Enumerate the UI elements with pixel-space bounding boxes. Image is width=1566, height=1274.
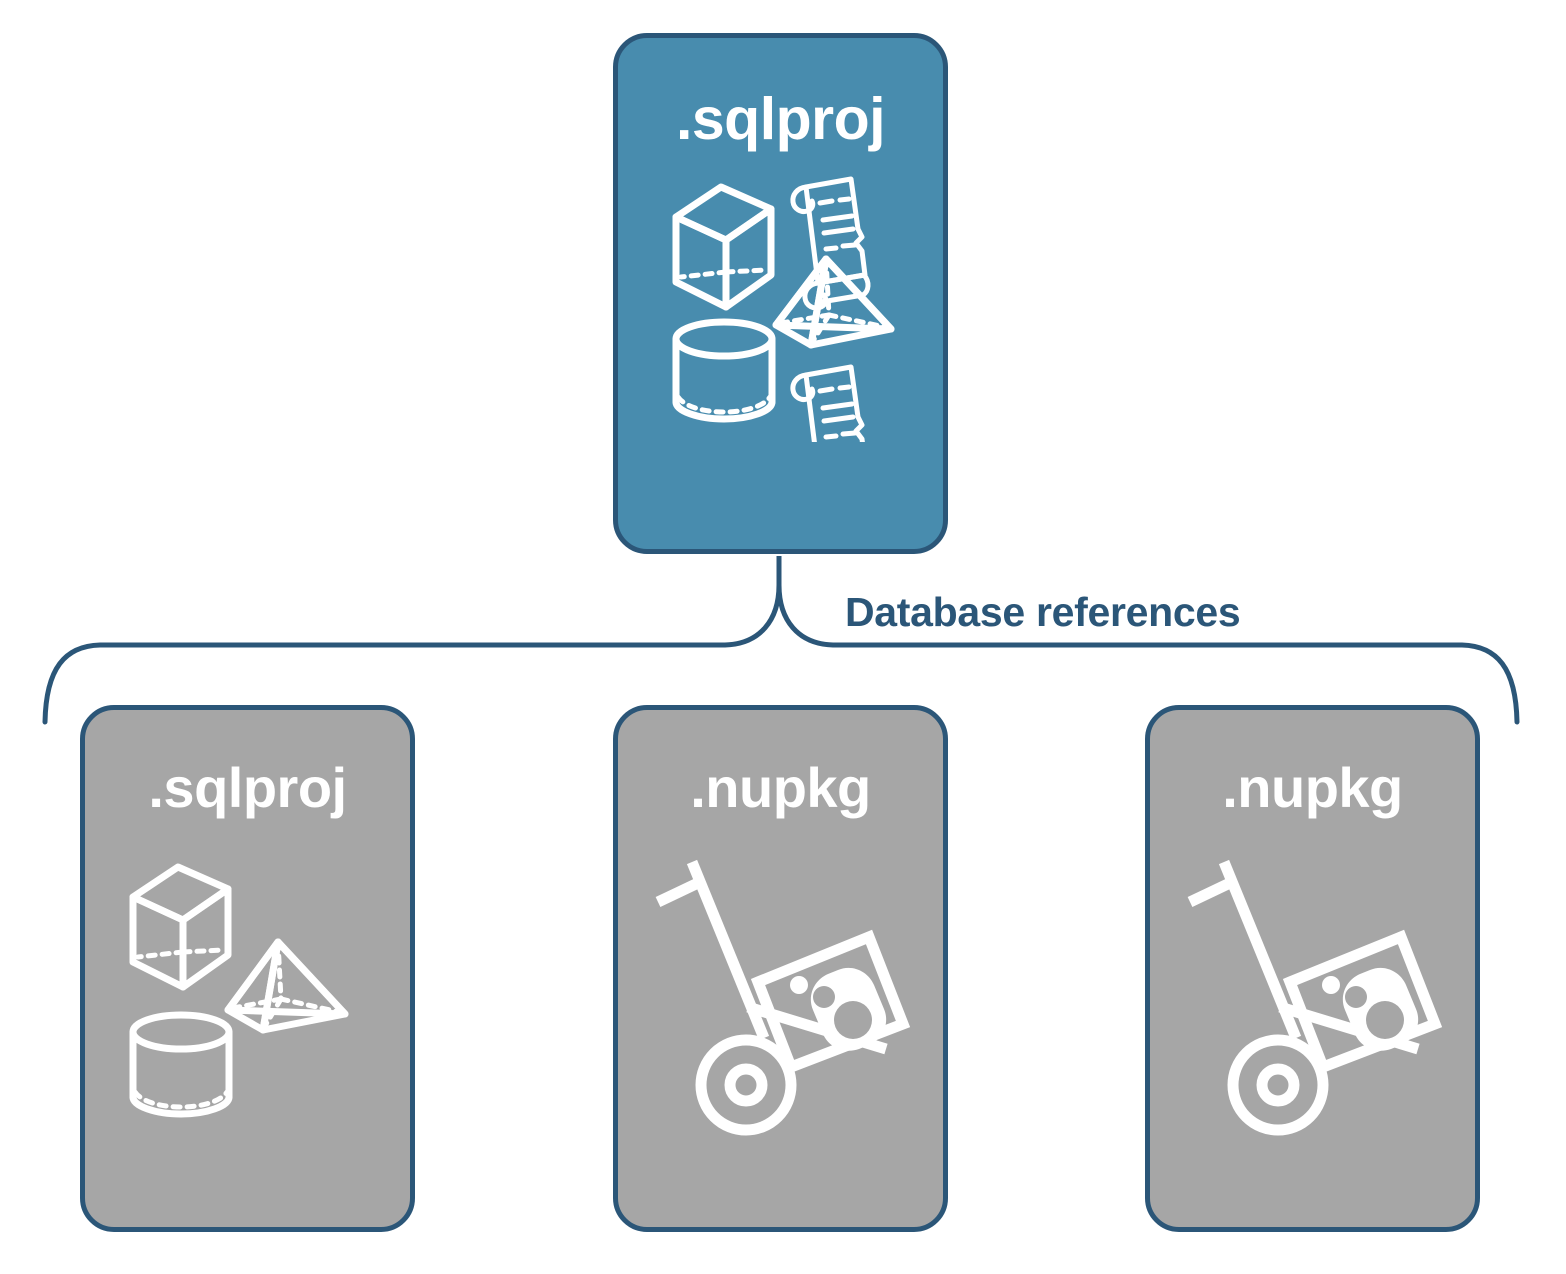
ref-nupkg-icon-group-1 (636, 842, 926, 1142)
card-title: .sqlproj (675, 86, 886, 152)
ref-nupkg-icon-group-2 (1168, 842, 1458, 1142)
card-title: .sqlproj (148, 756, 347, 819)
pyramid-icon (772, 255, 894, 349)
card-title: .nupkg (1222, 756, 1403, 819)
hand-truck-package-icon (1187, 859, 1442, 1136)
cylinder-icon (672, 318, 775, 423)
node-card-ref-nupkg-1[interactable]: .nupkg (613, 705, 948, 1232)
hand-truck-package-icon (655, 859, 910, 1136)
ref-sqlproj-icon-group (103, 842, 393, 1142)
cube-icon (672, 183, 774, 311)
node-card-ref-sqlproj[interactable]: .sqlproj (80, 705, 415, 1232)
cylinder-icon (129, 1011, 232, 1118)
node-card-root-sqlproj[interactable]: .sqlproj (613, 33, 948, 554)
scroll-icon (789, 364, 865, 442)
node-card-ref-nupkg-2[interactable]: .nupkg (1145, 705, 1480, 1232)
card-title: .nupkg (690, 756, 871, 819)
connector-label: Database references (845, 589, 1241, 635)
connector-brace-left (42, 582, 782, 725)
root-card-icon-group (666, 167, 896, 442)
cube-icon (129, 863, 231, 991)
pyramid-icon (224, 938, 348, 1034)
